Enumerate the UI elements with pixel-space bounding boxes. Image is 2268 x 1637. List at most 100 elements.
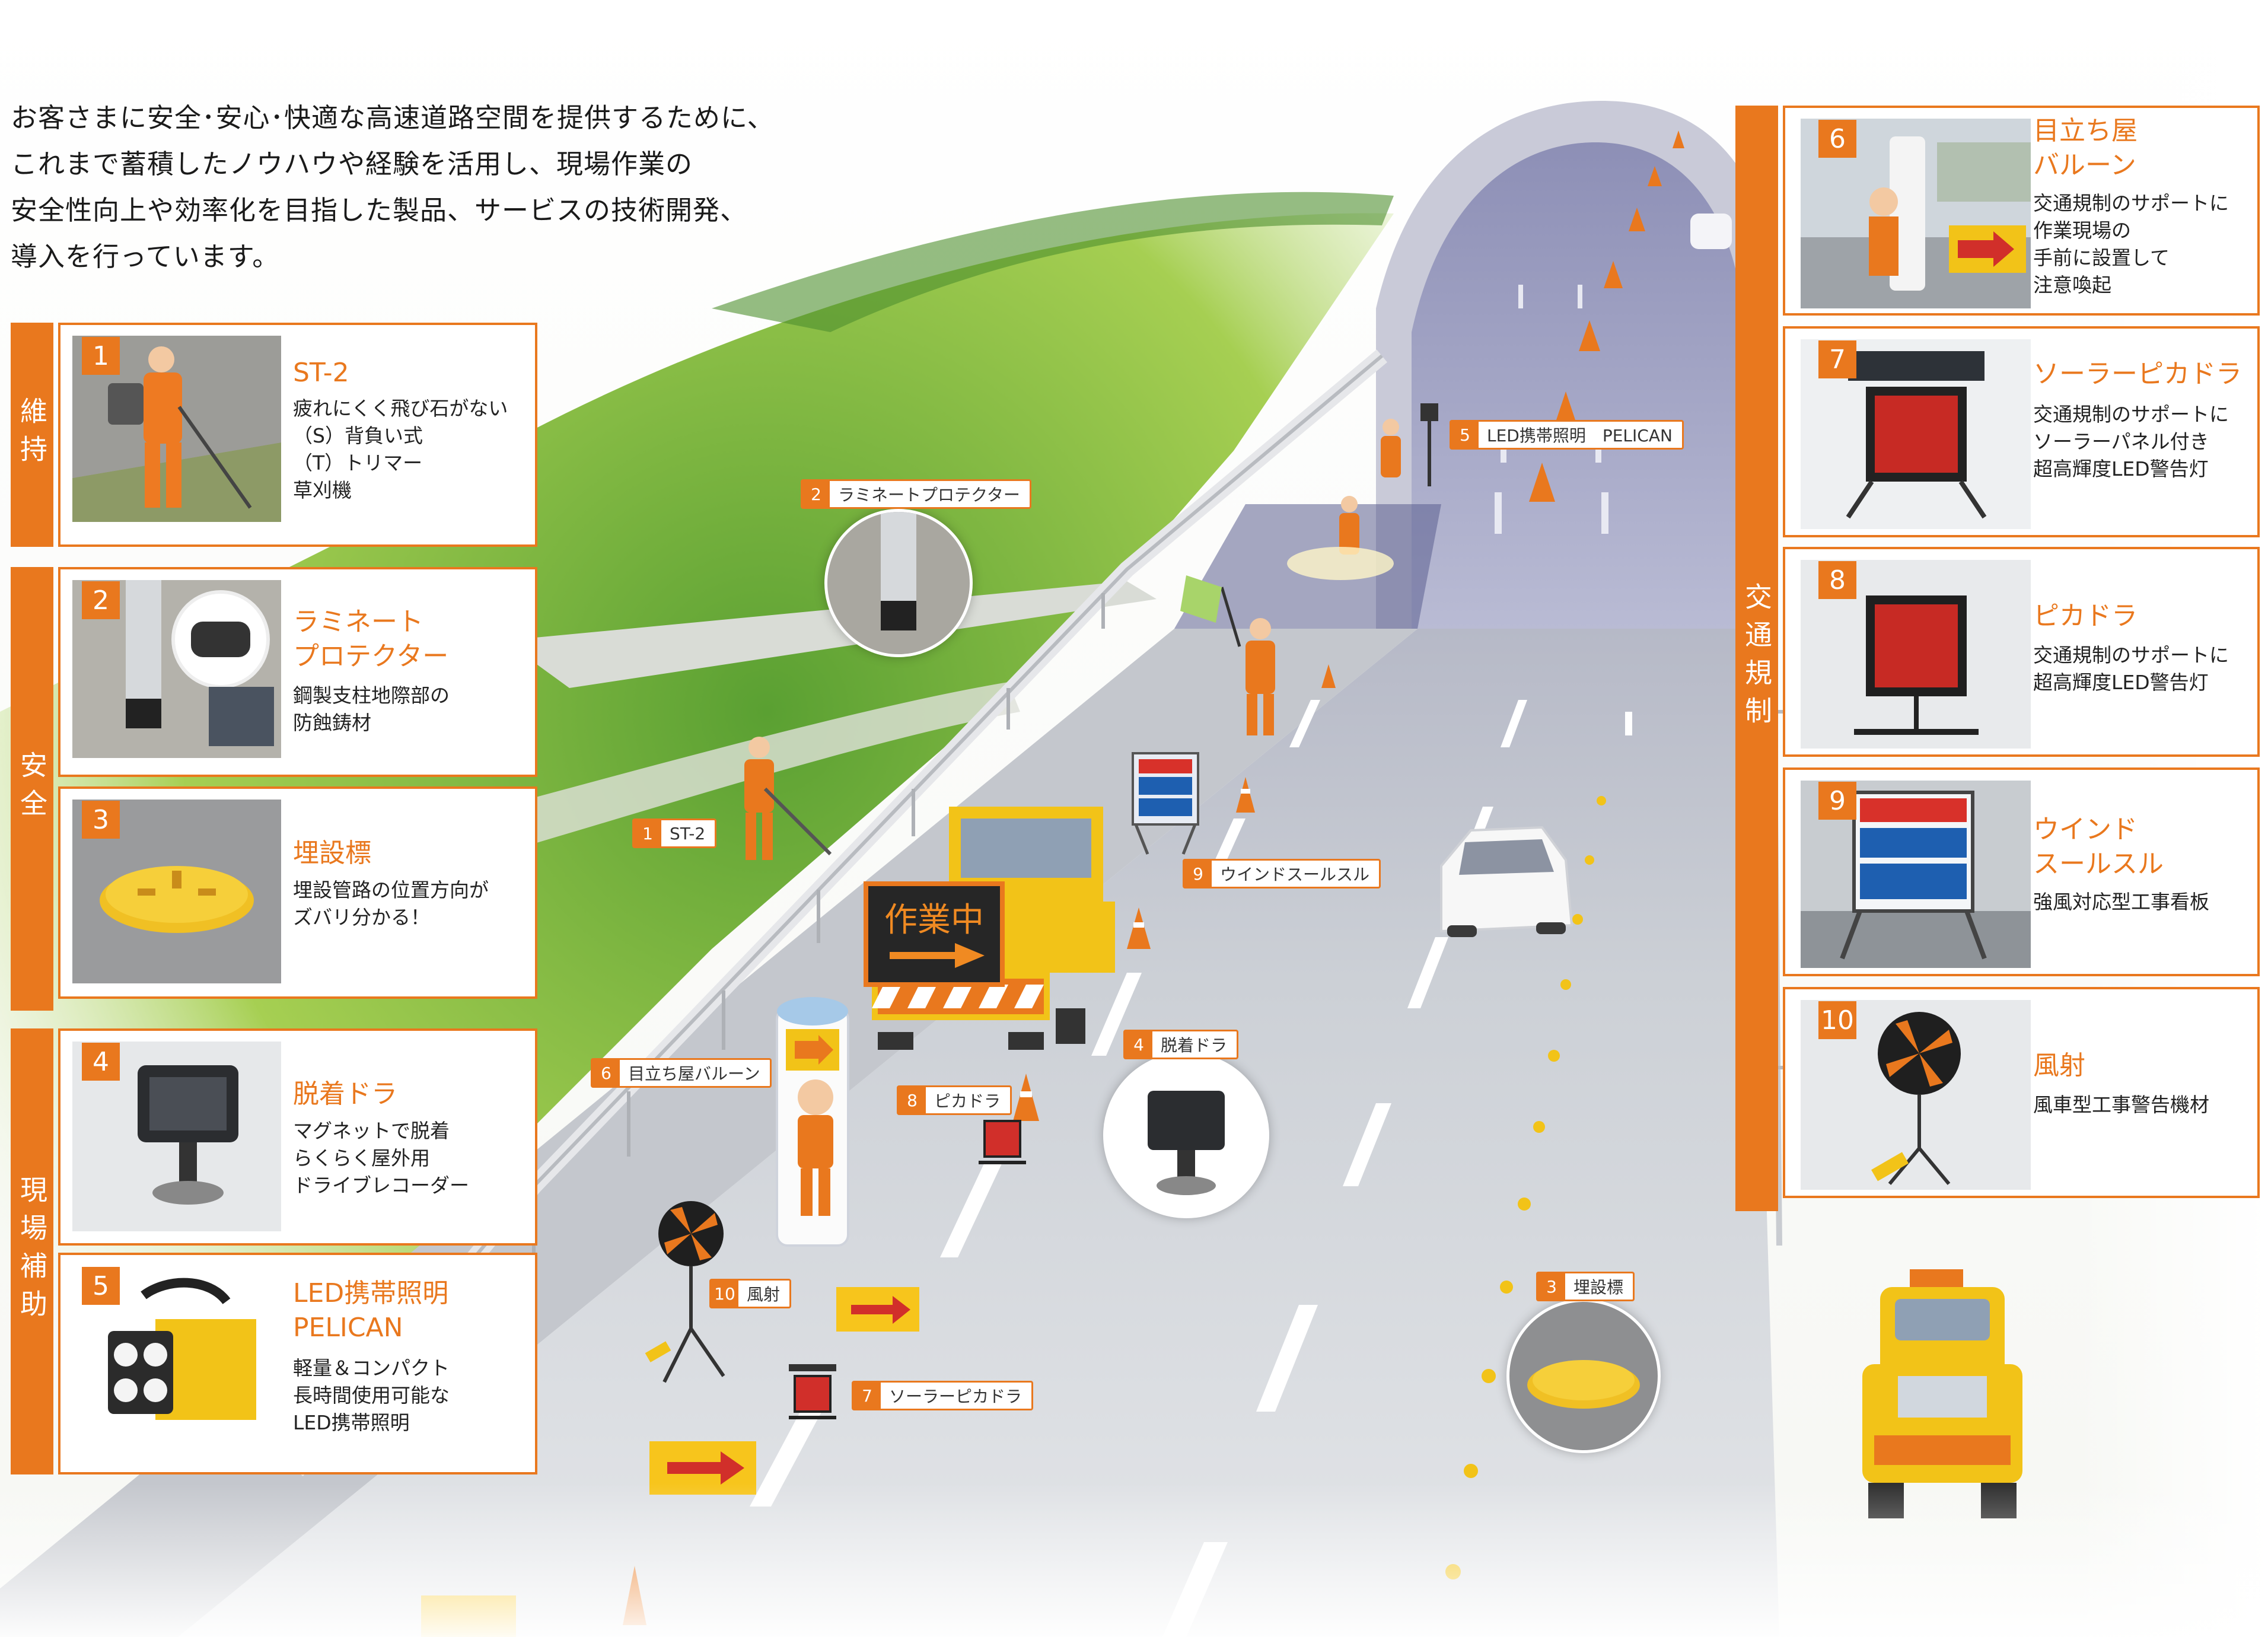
tag-number: 4 <box>1125 1031 1152 1058</box>
tag-label: ラミネートプロテクター <box>838 485 1020 505</box>
tag-label: ソーラーピカドラ <box>889 1387 1022 1406</box>
desc-line: 超高輝度LED警告灯 <box>2033 671 2209 694</box>
desc-line: LED携帯照明 <box>293 1411 410 1434</box>
product-card-dashcam[interactable]: 4 脱着ドラ マグネットで脱着 らくらく屋外用 ドライブレコーダー <box>58 1028 537 1246</box>
category-support: 現場補助 <box>11 1028 53 1474</box>
tag-label: 脱着ドラ <box>1161 1036 1228 1055</box>
title-line: ラミネート <box>293 607 423 637</box>
card-description: マグネットで脱着 らくらく屋外用 ドライブレコーダー <box>293 1117 529 1199</box>
desc-line: マグネットで脱着 <box>293 1119 450 1142</box>
tag-number: 10 <box>711 1281 738 1307</box>
title-line: プロテクター <box>293 641 449 671</box>
product-photo <box>72 336 281 522</box>
product-card-solar-pikadora[interactable]: 7 ソーラーピカドラ 交通規制のサポートに ソーラーパネル付き 超高輝度LED警… <box>1783 326 2260 537</box>
scene-tag-pikadora[interactable]: 8 ピカドラ <box>897 1085 1012 1115</box>
desc-line: 埋設管路の位置方向が <box>293 878 489 902</box>
title-line: スールスル <box>2033 849 2164 879</box>
card-title: 脱着ドラ <box>293 1079 397 1109</box>
scene-tag-st2[interactable]: 1 ST-2 <box>632 818 717 848</box>
product-photo <box>72 580 281 758</box>
card-title: ウインド スールスル <box>2033 813 2251 881</box>
card-number: 3 <box>82 801 120 839</box>
desc-line: 作業現場の <box>2033 219 2131 242</box>
product-card-pikadora[interactable]: 8 ピカドラ 交通規制のサポートに 超高輝度LED警告灯 <box>1783 547 2260 757</box>
card-description: 埋設管路の位置方向が ズバリ分かる！ <box>293 877 529 931</box>
card-title: ラミネート プロテクター <box>293 605 529 674</box>
card-description: 軽量＆コンパクト 長時間使用可能な LED携帯照明 <box>293 1355 529 1437</box>
scene-tag-wind-board[interactable]: 9 ウインドスールスル <box>1183 859 1381 888</box>
product-card-wind-board[interactable]: 9 ウインド スールスル 強風対応型工事看板 <box>1783 767 2260 976</box>
desc-line: （T）トリマー <box>293 451 423 474</box>
product-card-balloon[interactable]: 6 目立ち屋 バルーン 交通規制のサポートに 作業現場の 手前に設置して 注意喚… <box>1783 106 2260 316</box>
desc-line: 交通規制のサポートに <box>2033 192 2229 215</box>
scene-tag-solar-pikadora[interactable]: 7 ソーラーピカドラ <box>852 1381 1034 1410</box>
tag-number: 8 <box>899 1087 926 1113</box>
desc-line: 鋼製支柱地際部の <box>293 684 450 707</box>
tag-label: 目立ち屋バルーン <box>628 1064 760 1084</box>
desc-line: ドライブレコーダー <box>293 1174 469 1197</box>
tag-number: 3 <box>1538 1273 1565 1300</box>
product-photo <box>72 1266 281 1461</box>
card-number: 6 <box>1818 120 1856 158</box>
desc-line: 風車型工事警告機材 <box>2033 1093 2209 1116</box>
card-number: 10 <box>1818 1001 1856 1039</box>
tag-number: 1 <box>634 820 661 846</box>
card-description: 疲れにくく飛び石がない （S）背負い式 （T）トリマー 草刈機 <box>293 395 529 504</box>
desc-line: 交通規制のサポートに <box>2033 644 2229 667</box>
intro-line-2: これまで蓄積したノウハウや経験を活用し、現場作業の <box>11 148 693 180</box>
tag-label: LED携帯照明 PELICAN <box>1487 426 1673 445</box>
category-traffic: 交通規制 <box>1735 106 1778 1211</box>
tag-label: ウインドスールスル <box>1220 865 1370 884</box>
card-title: 風射 <box>2033 1050 2085 1081</box>
scene-tag-balloon[interactable]: 6 目立ち屋バルーン <box>591 1058 772 1088</box>
category-safety: 安全 <box>11 567 53 1011</box>
title-line: 目立ち屋 <box>2033 116 2138 146</box>
desc-line: ソーラーパネル付き <box>2033 430 2209 453</box>
desc-line: ズバリ分かる！ <box>293 906 430 929</box>
card-number: 9 <box>1818 782 1856 820</box>
product-card-st2[interactable]: 1 ST-2 疲れにくく飛び石がない （S）背負い式 （T）トリマー 草刈機 <box>58 323 537 547</box>
product-card-fusha[interactable]: 10 風射 風車型工事警告機材 <box>1783 987 2260 1198</box>
scene-tag-pelican-light[interactable]: 5 LED携帯照明 PELICAN <box>1450 420 1684 450</box>
product-card-laminate-protector[interactable]: 2 ラミネート プロテクター 鋼製支柱地際部の 防蝕鋳材 <box>58 567 537 777</box>
category-label: 現場補助 <box>16 1176 48 1327</box>
category-label: 交通規制 <box>1741 582 1773 734</box>
bubble-buried-marker <box>1506 1299 1661 1453</box>
tag-number: 2 <box>802 481 830 507</box>
scene-tag-dashcam[interactable]: 4 脱着ドラ <box>1123 1030 1239 1059</box>
scene-tag-fusha[interactable]: 10 風射 <box>709 1279 792 1308</box>
card-description: 風車型工事警告機材 <box>2033 1091 2251 1119</box>
card-title: LED携帯照明 PELICAN <box>293 1276 529 1345</box>
desc-line: 防蝕鋳材 <box>293 711 371 734</box>
desc-line: 交通規制のサポートに <box>2033 403 2229 426</box>
intro-line-1: お客さまに安全･安心･快適な高速道路空間を提供するために、 <box>11 102 775 133</box>
card-title: ソーラーピカドラ <box>2033 359 2242 389</box>
title-line: LED携帯照明 <box>293 1278 449 1308</box>
title-line: バルーン <box>2033 150 2136 180</box>
scene-tag-laminate-protector[interactable]: 2 ラミネートプロテクター <box>801 479 1031 509</box>
product-card-buried-marker[interactable]: 3 埋設標 埋設管路の位置方向が ズバリ分かる！ <box>58 786 537 999</box>
intro-line-3: 安全性向上や効率化を目指した製品、サービスの技術開発、 <box>11 195 748 226</box>
card-number: 7 <box>1818 340 1856 378</box>
card-title: 目立ち屋 バルーン <box>2033 114 2251 183</box>
tag-label: ST-2 <box>670 823 706 843</box>
card-number: 2 <box>82 581 120 619</box>
desc-line: 草刈機 <box>293 479 352 502</box>
card-title: 埋設標 <box>293 838 371 868</box>
desc-line: 手前に設置して <box>2033 246 2170 269</box>
card-description: 交通規制のサポートに 作業現場の 手前に設置して 注意喚起 <box>2033 190 2251 299</box>
bubble-dashcam <box>1103 1052 1269 1218</box>
product-card-pelican-light[interactable]: 5 LED携帯照明 PELICAN 軽量＆コンパクト 長時間使用可能な LED携… <box>58 1253 537 1474</box>
tag-number: 7 <box>853 1383 881 1409</box>
bubble-laminate-protector <box>824 509 973 657</box>
desc-line: 注意喚起 <box>2033 273 2111 297</box>
scene-tag-buried-marker[interactable]: 3 埋設標 <box>1536 1272 1635 1301</box>
tag-label: ピカドラ <box>934 1091 1001 1111</box>
card-title: ピカドラ <box>2033 601 2138 631</box>
category-maintenance: 維持 <box>11 323 53 547</box>
intro-line-4: 導入を行っています。 <box>11 241 280 272</box>
card-description: 鋼製支柱地際部の 防蝕鋳材 <box>293 682 529 737</box>
tag-number: 6 <box>593 1060 620 1086</box>
card-number: 4 <box>82 1043 120 1081</box>
title-line: PELICAN <box>293 1313 403 1343</box>
